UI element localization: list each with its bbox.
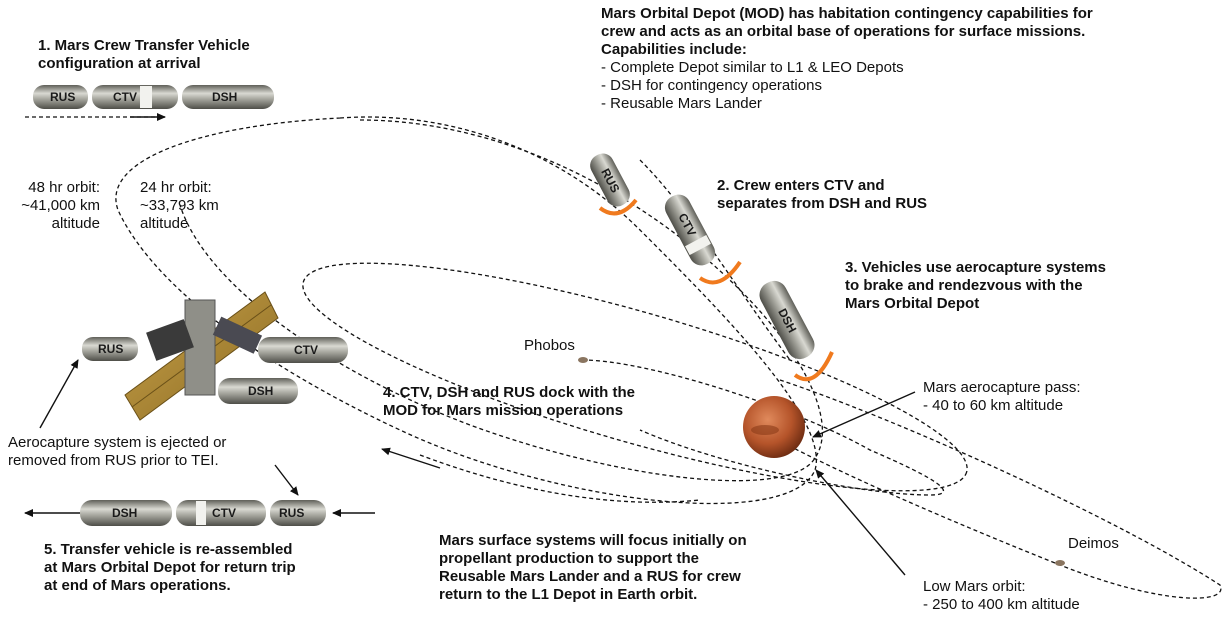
departure-path xyxy=(419,454,701,503)
depot-approach-arrow xyxy=(381,447,441,469)
arrival-dsh-module: DSH xyxy=(182,85,274,109)
separated-dsh: DSH xyxy=(759,280,815,360)
mod-description: Mars Orbital Depot (MOD) has habitation … xyxy=(601,5,1093,112)
aerocapture-orbit-path xyxy=(302,262,968,492)
low-orbit-arrow xyxy=(815,469,906,576)
step5-label: 5. Transfer vehicle is re-assembled at M… xyxy=(44,541,296,594)
deimos-label: Deimos xyxy=(1068,535,1119,552)
vehicle-label: CTV xyxy=(113,90,137,104)
mod-capability-item: - Reusable Mars Lander xyxy=(601,95,762,112)
vehicle-label: RUS xyxy=(50,90,75,104)
vehicle-label: DSH xyxy=(248,384,273,398)
step1-label: 1. Mars Crew Transfer Vehicle configurat… xyxy=(38,37,250,72)
return-dsh-module: DSH xyxy=(80,500,172,526)
mars-orbital-depot xyxy=(124,291,279,421)
arrows xyxy=(24,113,916,576)
vehicle-label: RUS xyxy=(98,342,123,356)
orbit-48hr-path xyxy=(115,116,818,505)
step3-label: 3. Vehicles use aerocapture systems to b… xyxy=(845,259,1106,312)
surface-systems-label: Mars surface systems will focus initiall… xyxy=(439,532,747,603)
rus-pointer-arrow xyxy=(274,464,299,496)
station-module xyxy=(146,319,194,361)
return-vehicle-stack: DSH CTV RUS xyxy=(80,500,326,526)
separated-rus: RUS xyxy=(590,153,630,207)
aerocapture-ejected-label: Aerocapture system is ejected or removed… xyxy=(8,434,227,469)
aero-pass-arrow xyxy=(812,391,916,438)
vehicle-label: CTV xyxy=(212,506,236,520)
aerocapture-pass-label: Mars aerocapture pass: - 40 to 60 km alt… xyxy=(923,379,1081,414)
step2-label: 2. Crew enters CTV and separates from DS… xyxy=(717,177,928,212)
mod-capability-item: - DSH for contingency operations xyxy=(601,77,822,94)
phobos-orbit-path xyxy=(581,359,944,496)
deimos-orbit-path xyxy=(759,379,1222,599)
return-ctv-module: CTV xyxy=(176,500,266,526)
mars-surface-feature xyxy=(751,425,779,435)
vehicle-label: CTV xyxy=(294,343,318,357)
vehicle-label: DSH xyxy=(112,506,137,520)
arrival-rus-module: RUS xyxy=(33,85,88,109)
low-orbit-label: Low Mars orbit: - 250 to 400 km altitude xyxy=(923,578,1080,613)
deimos-moon xyxy=(1055,560,1065,566)
step4-label: 4. CTV, DSH and RUS dock with the MOD fo… xyxy=(383,384,635,419)
phobos-label: Phobos xyxy=(524,337,575,354)
orbit-24hr-path xyxy=(179,119,824,482)
radiator-panel xyxy=(212,316,263,354)
dsh-heat-shield xyxy=(793,351,834,382)
arrival-vehicle-stack: RUS CTV DSH xyxy=(33,85,274,109)
separated-ctv: CTV xyxy=(664,194,716,266)
orbit-48hr-label: 48 hr orbit: ~41,000 km altitude xyxy=(21,179,100,232)
ejected-arrow xyxy=(39,359,79,429)
docked-rus: RUS xyxy=(82,337,138,361)
rus-heat-shield xyxy=(598,198,638,216)
mod-capability-item: - Complete Depot similar to L1 & LEO Dep… xyxy=(601,59,904,76)
vehicle-label: DSH xyxy=(212,90,237,104)
docked-dsh: DSH xyxy=(218,378,298,404)
docked-ctv: CTV xyxy=(258,337,348,363)
phobos-moon xyxy=(578,357,588,363)
return-rus-module: RUS xyxy=(270,500,326,526)
arrival-ctv-module: CTV xyxy=(92,85,178,109)
ctv-heat-shield xyxy=(698,260,742,285)
vehicle-label: RUS xyxy=(279,506,304,520)
orbit-24hr-label: 24 hr orbit: ~33,793 km altitude xyxy=(140,179,219,232)
